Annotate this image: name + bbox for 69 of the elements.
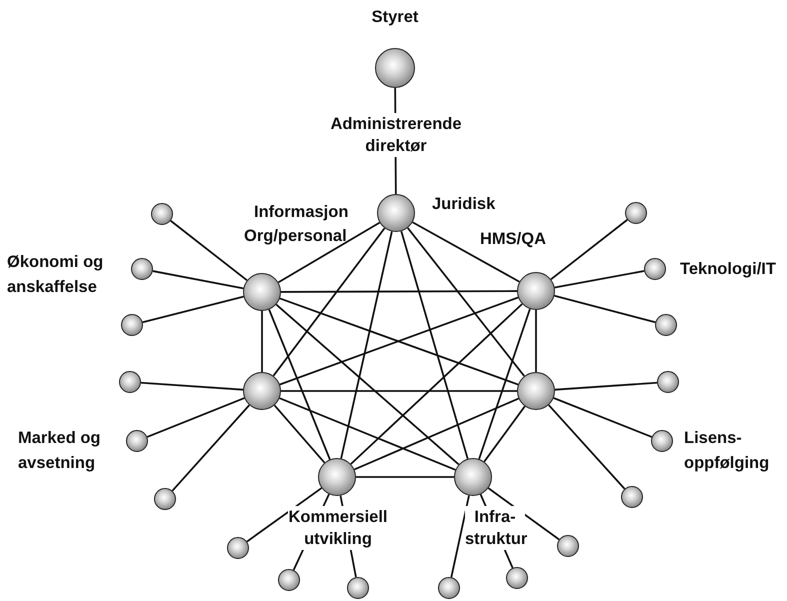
connector-line: [400, 230, 469, 460]
sphere-node: [243, 372, 281, 410]
connector-line: [478, 308, 531, 460]
connector-line: [550, 219, 628, 280]
small-sphere-node: [119, 371, 141, 393]
connector-line: [152, 270, 244, 290]
connector-line: [412, 221, 520, 283]
small-sphere-node: [121, 314, 143, 336]
small-sphere-node: [347, 577, 369, 599]
small-sphere-node: [651, 430, 673, 452]
connector-line: [276, 304, 460, 466]
small-sphere-node: [227, 537, 249, 559]
small-sphere-node: [154, 488, 176, 510]
connector-line: [354, 398, 519, 470]
connector-line: [407, 227, 525, 377]
function-label: Org/personal: [244, 226, 347, 247]
connector-line: [279, 397, 456, 471]
connector-line: [278, 222, 380, 284]
connector-line: [172, 404, 250, 492]
connector-line: [268, 309, 331, 460]
small-sphere-node: [438, 577, 460, 599]
connector-line: [535, 310, 537, 372]
connector-line: [484, 406, 526, 462]
small-sphere-node: [506, 567, 528, 589]
small-sphere-node: [126, 430, 148, 452]
function-label: Marked og avsetning: [18, 428, 102, 474]
connector-line: [272, 228, 386, 376]
connector-line: [261, 311, 263, 372]
small-sphere-node: [625, 202, 647, 224]
sphere-node: [375, 48, 415, 88]
department-label: Kommersiell utvikling: [288, 506, 388, 550]
connector-line: [554, 294, 656, 324]
small-sphere-node: [657, 371, 679, 393]
connector-line: [450, 495, 470, 578]
connector-line: [548, 404, 626, 490]
function-label: Teknologi/IT: [680, 259, 776, 280]
sphere-node: [517, 372, 555, 410]
function-label: HMS/QA: [480, 229, 546, 250]
function-label: Juridisk: [432, 194, 496, 215]
small-sphere-node: [131, 258, 153, 280]
connector-line: [281, 390, 517, 392]
sphere-node: [517, 272, 555, 310]
connector-line: [281, 290, 517, 293]
connector-line: [146, 397, 245, 438]
connector-line: [274, 404, 326, 464]
sphere-node: [454, 458, 492, 496]
small-sphere-node: [655, 314, 677, 336]
function-label: Informasjon: [254, 202, 348, 223]
connector-line: [553, 397, 652, 438]
connector-line: [356, 476, 454, 478]
function-label: Økonomi og anskaffelse: [7, 252, 104, 298]
sphere-node: [243, 273, 281, 311]
connector-line: [554, 270, 644, 288]
sphere-node: [318, 458, 356, 496]
connector-line: [340, 231, 393, 459]
function-label: Lisens- oppfølging: [684, 428, 770, 474]
small-sphere-node: [557, 535, 579, 557]
connector-line: [350, 303, 523, 465]
small-sphere-node: [621, 486, 643, 508]
department-label: Infra- struktur: [465, 506, 525, 550]
connector-line: [170, 220, 248, 282]
small-sphere-node: [151, 203, 173, 225]
small-sphere-node: [278, 569, 300, 591]
connector-line: [554, 382, 658, 391]
small-sphere-node: [644, 258, 666, 280]
connector-line: [246, 487, 322, 542]
connector-line: [142, 296, 244, 324]
connector-line: [140, 382, 244, 391]
sphere-node: [377, 194, 415, 232]
